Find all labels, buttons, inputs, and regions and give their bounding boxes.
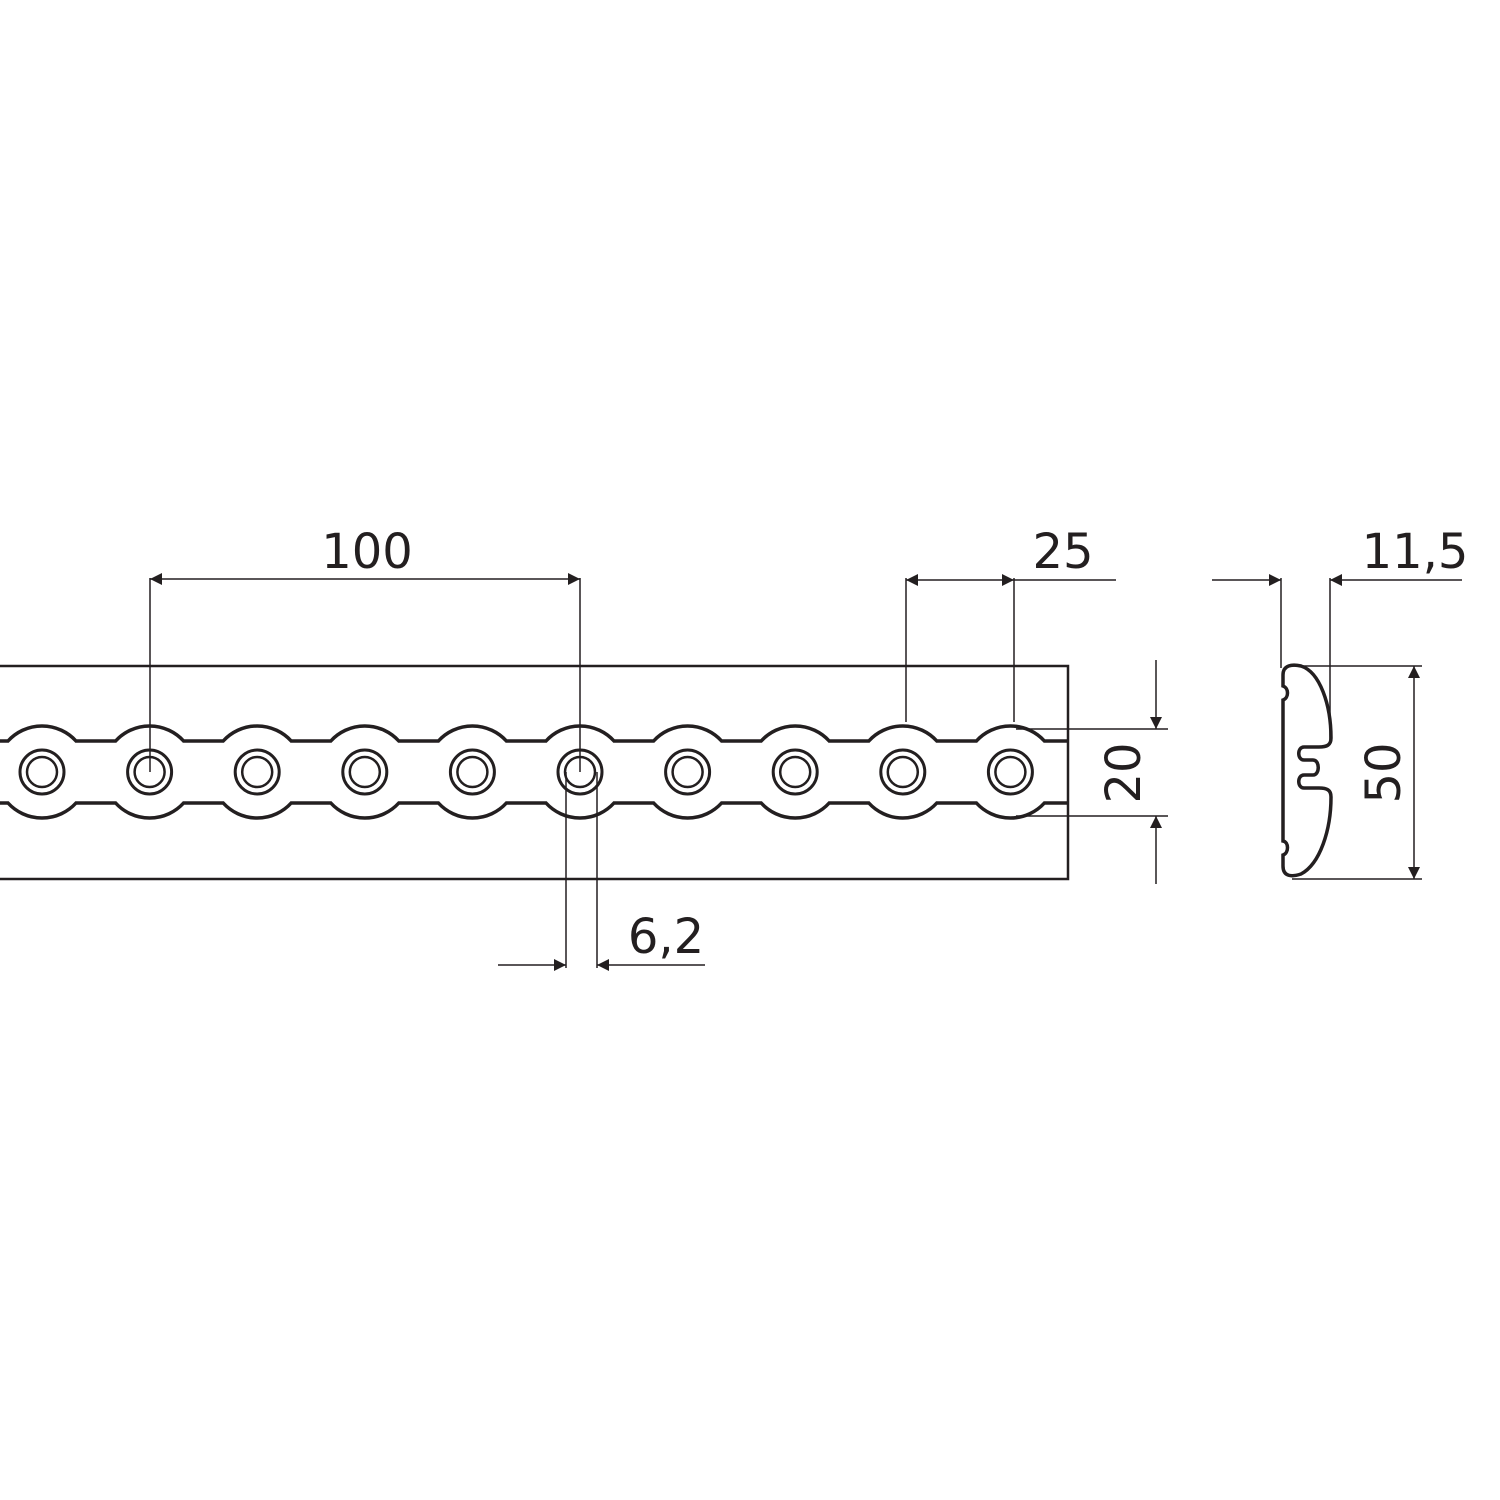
hole-9-outer-ring [879, 748, 927, 796]
dimension-label-6-2: 6,2 [628, 909, 704, 965]
hole-9-inner-ring [886, 755, 920, 789]
rail-outline [0, 664, 1070, 881]
dimension-label-11-5: 11,5 [1362, 524, 1469, 580]
hole-5-inner-ring [456, 755, 489, 789]
dimension-label-25: 25 [1032, 524, 1093, 580]
profile-view [1281, 663, 1333, 878]
hole-7-outer-ring [664, 748, 712, 796]
hole-1-outer-ring [18, 748, 66, 796]
hole-7-inner-ring [671, 755, 704, 789]
dimension-label-50: 50 [1356, 742, 1412, 803]
hole-4-outer-ring [341, 748, 389, 796]
rail-dimensions [149, 573, 1168, 971]
hole-4-inner-ring [348, 755, 382, 789]
hole-1-inner-ring [25, 755, 59, 789]
hole-3-outer-ring [233, 748, 281, 796]
hole-5-outer-ring [448, 748, 496, 796]
hole-3-inner-ring [240, 755, 274, 789]
hole-10-outer-ring [986, 748, 1034, 796]
rail-view [0, 664, 1070, 881]
hole-10-inner-ring [994, 755, 1027, 789]
dimension-label-20: 20 [1096, 742, 1152, 803]
mounting-holes [18, 748, 1034, 796]
profile-dimensions [1212, 574, 1462, 880]
hole-8-inner-ring [778, 755, 812, 789]
dimension-label-100: 100 [321, 524, 413, 580]
hole-8-outer-ring [771, 748, 819, 796]
slot-outline [0, 724, 1068, 820]
profile-outline [1281, 663, 1333, 878]
